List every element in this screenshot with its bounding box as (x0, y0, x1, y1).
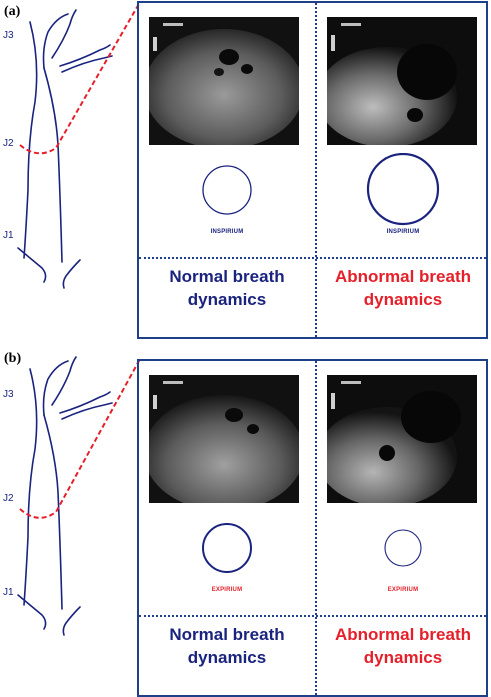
caption-abnormal: Abnormal breath dynamics (316, 265, 490, 311)
ultrasound-image-abnormal (327, 17, 477, 145)
caption-line-1: Normal breath (169, 625, 285, 644)
caption-normal: Normal breath dynamics (140, 265, 314, 311)
vein-label-j3: J3 (3, 389, 14, 400)
branch-left (42, 13, 69, 69)
phase-label-normal: EXPIRIUM (211, 587, 243, 593)
vein-cross-section-circle (366, 152, 440, 226)
caption-line-2: dynamics (187, 648, 267, 667)
vein-label-j3: J3 (3, 30, 14, 41)
jugular-vein-diagram (17, 1, 141, 289)
cross-section-normal (140, 153, 314, 231)
horizontal-divider (139, 257, 486, 259)
horizontal-divider (139, 615, 486, 617)
caption-abnormal: Abnormal breath dynamics (316, 623, 490, 669)
caption-line-2: dynamics (363, 290, 443, 309)
vein-right-wall (43, 67, 63, 263)
vein-label-j2: J2 (3, 138, 14, 149)
branch-upper-right (59, 391, 111, 414)
phase-label-abnormal: EXPIRIUM (387, 587, 419, 593)
vein-cross-section-circle (202, 165, 252, 215)
panel-label: (a) (4, 4, 21, 19)
branch-middle (51, 9, 77, 59)
caption-line-1: Abnormal breath (334, 267, 472, 286)
comparison-frame: EXPIRIUM Normal breath dynamics (137, 359, 488, 697)
panel-a: (a) J3 J2 J1 (0, 0, 491, 347)
vertical-divider (315, 3, 317, 337)
confluence-right (62, 259, 81, 289)
cross-section-dashed-line (19, 358, 141, 519)
jugular-vein-diagram (17, 356, 141, 636)
caption-line-1: Abnormal breath (334, 625, 472, 644)
vein-cross-section-circle (202, 523, 252, 573)
panel-b: (b) J3 J2 J1 (0, 347, 491, 697)
phase-label-abnormal: INSPIRIUM (386, 229, 420, 235)
ultrasound-image-normal (149, 17, 299, 145)
cross-section-normal (140, 511, 314, 589)
cross-section-abnormal (316, 152, 490, 231)
panel-label: (b) (4, 351, 22, 366)
caption-line-2: dynamics (187, 290, 267, 309)
caption-line-1: Normal breath (169, 267, 285, 286)
caption-normal: Normal breath dynamics (140, 623, 314, 669)
ultrasound-image-normal (149, 375, 299, 503)
vein-left-wall (23, 368, 38, 606)
branch-left (42, 360, 69, 416)
confluence-left (17, 594, 47, 630)
vein-left-wall (23, 21, 38, 259)
vein-label-j2: J2 (3, 493, 14, 504)
cross-section-abnormal (316, 511, 490, 589)
comparison-frame: INSPIRIUM Normal breath dynamics (137, 1, 488, 339)
phase-label-normal: INSPIRIUM (210, 229, 244, 235)
vein-label-j1: J1 (3, 587, 14, 598)
confluence-left (17, 247, 47, 283)
vertical-divider (315, 361, 317, 695)
branch-upper-right (59, 44, 111, 67)
confluence-right (62, 606, 81, 636)
branch-lower-right (61, 402, 113, 420)
ultrasound-image-abnormal (327, 375, 477, 503)
vein-label-j1: J1 (3, 230, 14, 241)
vein-cross-section-circle (384, 529, 422, 567)
vein-right-wall (43, 414, 63, 610)
cross-section-dashed-line (19, 1, 141, 155)
caption-line-2: dynamics (363, 648, 443, 667)
branch-middle (51, 356, 77, 406)
